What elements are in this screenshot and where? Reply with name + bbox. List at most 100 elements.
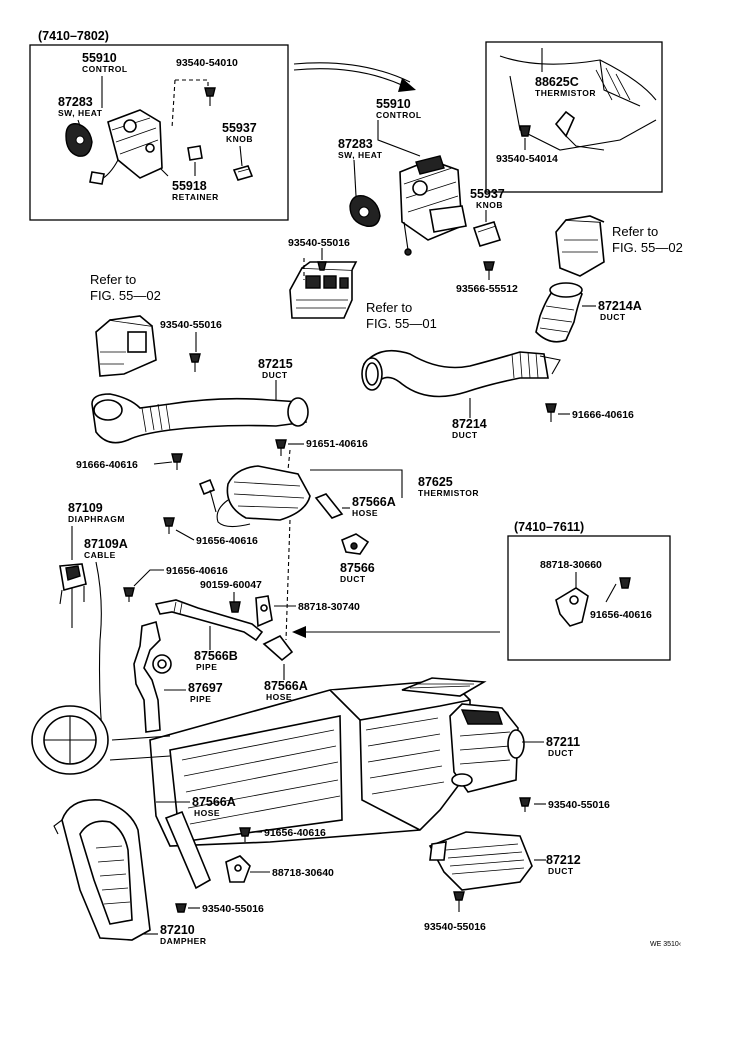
part-55910b-number: 55910 bbox=[376, 97, 411, 111]
duct-87566-drawing bbox=[341, 533, 370, 555]
part-87211-number: 87211 bbox=[546, 735, 580, 749]
vent-outlet-left-drawing bbox=[95, 315, 157, 377]
screw-91666-40616-b-drawing bbox=[171, 453, 183, 470]
control-unit-main-drawing bbox=[399, 155, 467, 256]
diaphragm-87109-drawing bbox=[59, 563, 87, 628]
dashed-line-thermistor-top bbox=[287, 449, 291, 471]
duct-87212-drawing bbox=[428, 831, 533, 891]
curved-arrow-to-control bbox=[293, 62, 416, 92]
part-55910a-name: CONTROL bbox=[82, 64, 128, 74]
part-87625-number: 87625 bbox=[418, 475, 453, 489]
screw-91656-40616-b-drawing bbox=[123, 587, 135, 602]
part-93566-55512-number: 93566-55512 bbox=[456, 283, 518, 295]
knob-small-drawing bbox=[232, 165, 254, 181]
leader-91656-40616-a bbox=[175, 529, 195, 541]
part-87566b-number: 87566B bbox=[194, 649, 238, 663]
clamp-88718-30740-drawing bbox=[255, 595, 273, 628]
part-88718-30640-number: 88718-30640 bbox=[272, 867, 334, 879]
part-87625-name: THERMISTOR bbox=[418, 488, 479, 498]
blower-motor-drawing bbox=[31, 705, 109, 775]
leader-87283b bbox=[353, 159, 357, 197]
part-87109a-number: 87109A bbox=[84, 537, 128, 551]
part-93540-54014-number: 93540-54014 bbox=[496, 153, 558, 165]
heat-switch-small-drawing bbox=[65, 123, 93, 157]
thermistor-87625-drawing bbox=[198, 465, 311, 528]
part-87283b-name: SW, HEAT bbox=[338, 150, 383, 160]
small-screw-93540-54010 bbox=[171, 79, 216, 129]
part-87211-name: DUCT bbox=[548, 748, 574, 758]
hose-87566a-b-drawing bbox=[262, 634, 294, 662]
hose-87566a-c-drawing bbox=[164, 810, 212, 890]
part-88718-30740-number: 88718-30740 bbox=[298, 601, 360, 613]
part-87697-number: 87697 bbox=[188, 681, 223, 695]
part-87697-name: PIPE bbox=[190, 694, 211, 704]
vent-bracket-drawing bbox=[289, 258, 358, 319]
part-91666-40616-b-number: 91666-40616 bbox=[76, 459, 138, 471]
screw-93566-55512-drawing bbox=[483, 261, 495, 280]
part-93540-54010-number: 93540-54010 bbox=[176, 57, 238, 69]
part-93540-55016-e-number: 93540-55016 bbox=[202, 903, 264, 915]
ref-fig-55-02-left-line1: Refer to bbox=[90, 272, 136, 287]
part-88718-30660-number: 88718-30660 bbox=[540, 559, 602, 571]
duct-87214-drawing bbox=[361, 349, 561, 398]
part-87566a-b-number: 87566A bbox=[264, 679, 308, 693]
part-87214-number: 87214 bbox=[452, 417, 487, 431]
part-91656-40616-c-number: 91656-40616 bbox=[590, 609, 652, 621]
part-87283a-number: 87283 bbox=[58, 95, 93, 109]
screw-93540-55016-e-drawing bbox=[175, 903, 200, 913]
leader-91656-40616-b bbox=[133, 569, 164, 587]
part-91656-40616-a-number: 91656-40616 bbox=[196, 535, 258, 547]
vent-outlet-right-drawing bbox=[555, 215, 605, 277]
pipe-87566b-drawing bbox=[154, 599, 264, 642]
part-87283a-name: SW, HEAT bbox=[58, 108, 103, 118]
duct-87214a-drawing bbox=[535, 282, 583, 343]
ref-fig-55-02-left-line2: FIG. 55—02 bbox=[90, 288, 161, 303]
heater-housing-drawing bbox=[109, 677, 487, 847]
screw-93540-55016-b-drawing bbox=[189, 353, 201, 372]
ref-fig-55-01-line2: FIG. 55—01 bbox=[366, 316, 437, 331]
leader-91656-40616-c bbox=[605, 583, 617, 603]
ref-fig-55-02-top-line1: Refer to bbox=[612, 224, 658, 239]
part-55937a-number: 55937 bbox=[222, 121, 257, 135]
footer-code: WE 3510‹ bbox=[650, 941, 682, 948]
thermistor-inset-box bbox=[485, 41, 663, 193]
part-55937a-name: KNOB bbox=[226, 134, 253, 144]
ref-fig-55-02-top-line2: FIG. 55—02 bbox=[612, 240, 683, 255]
part-87214a-name: DUCT bbox=[600, 312, 626, 322]
damper-87210-drawing bbox=[53, 799, 151, 941]
leader-55937a bbox=[239, 145, 243, 167]
screw-91666-40616-a-drawing bbox=[545, 403, 570, 422]
screw-91656-40616-d-drawing bbox=[239, 827, 251, 842]
part-87109a-name: CABLE bbox=[84, 550, 116, 560]
part-55918-name: RETAINER bbox=[172, 192, 219, 202]
screw-91651-40616-drawing bbox=[275, 439, 287, 456]
part-93540-55016-b-number: 93540-55016 bbox=[160, 319, 222, 331]
part-87566a-a-name: HOSE bbox=[352, 508, 378, 518]
part-87214-name: DUCT bbox=[452, 430, 478, 440]
part-91656-40616-b-number: 91656-40616 bbox=[166, 565, 228, 577]
control-unit-small-drawing bbox=[89, 109, 169, 185]
part-87212-name: DUCT bbox=[548, 866, 574, 876]
part-87566b-name: PIPE bbox=[196, 662, 217, 672]
part-91666-40616-a-number: 91666-40616 bbox=[572, 409, 634, 421]
variant-box-left: (7410–7802) bbox=[29, 29, 289, 221]
part-90159-60047-number: 90159-60047 bbox=[200, 579, 262, 591]
duct-87211-drawing bbox=[449, 703, 525, 793]
part-93540-55016-a-number: 93540-55016 bbox=[288, 237, 350, 249]
part-55918-number: 55918 bbox=[172, 179, 207, 193]
part-93540-55016-c-number: 93540-55016 bbox=[548, 799, 610, 811]
part-87215-number: 87215 bbox=[258, 357, 293, 371]
variant-label-left: (7410–7802) bbox=[38, 29, 109, 43]
part-87566-number: 87566 bbox=[340, 561, 375, 575]
part-87566-name: DUCT bbox=[340, 574, 366, 584]
part-88625c-name: THERMISTOR bbox=[535, 88, 596, 98]
part-87566a-c-name: HOSE bbox=[194, 808, 220, 818]
variant-box-right: (7410–7611) bbox=[507, 520, 671, 661]
part-55937b-name: KNOB bbox=[476, 200, 503, 210]
pipe-87697-drawing bbox=[133, 620, 172, 733]
part-91651-40616-number: 91651-40616 bbox=[306, 438, 368, 450]
part-55910b-name: CONTROL bbox=[376, 110, 422, 120]
screw-93540-55016-c-drawing bbox=[519, 797, 531, 812]
dashed-line-thermistor-down bbox=[285, 519, 291, 641]
